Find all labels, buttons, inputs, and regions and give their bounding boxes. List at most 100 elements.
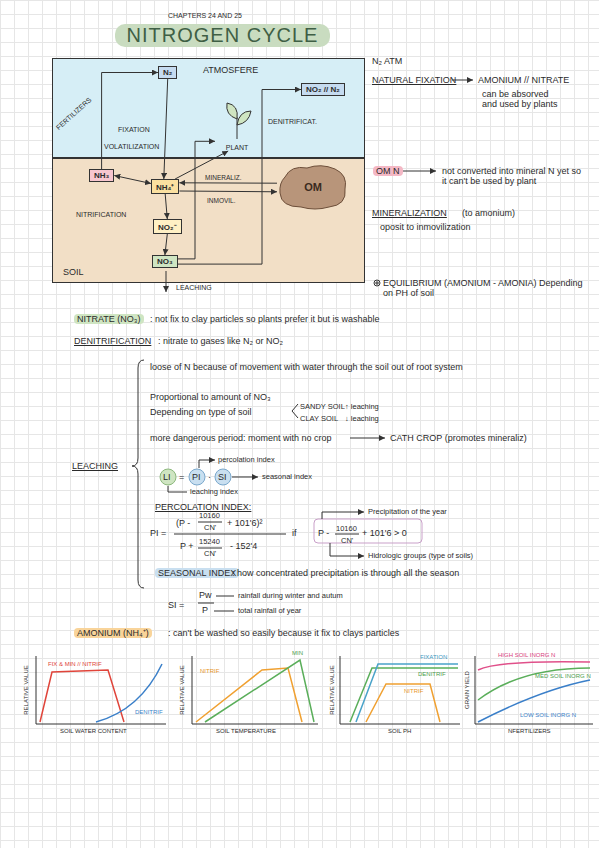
- note-text: can be absorved and used by plants: [482, 89, 566, 110]
- leader-line: [214, 596, 234, 611]
- note-text: =: [179, 472, 184, 482]
- compound-box: NO₂ // N₂: [301, 83, 345, 96]
- note-text: : nitrate to gases like N₂ or NO₂: [158, 336, 283, 346]
- note-text: oposit to inmovilization: [380, 222, 471, 232]
- node-text: PLANT: [225, 144, 250, 151]
- node-text: ATMOSFERE: [203, 65, 258, 75]
- note-text: NFERTILIZERS: [508, 728, 551, 735]
- note-text: ↑ leaching: [345, 403, 379, 412]
- note-arrow: [350, 438, 385, 439]
- note-text: LEACHING: [72, 461, 118, 471]
- chart-axis: [192, 656, 318, 724]
- leader-line: [322, 512, 364, 519]
- note-text: CN': [341, 537, 353, 546]
- node-text: N₂: [163, 68, 172, 77]
- fraction-line: [198, 522, 359, 548]
- note-text: percolation index: [218, 456, 275, 465]
- leaf-symbol: [215, 97, 259, 151]
- note-text: N₂ ATM: [372, 56, 402, 66]
- note-text: DENITRIF: [135, 709, 163, 716]
- note-text: DENITRIFICAT.: [268, 118, 317, 126]
- note-text: if: [292, 528, 297, 538]
- chart-curve: [40, 670, 124, 722]
- cycle-arrow: [178, 90, 301, 265]
- cycle-arrow: [165, 194, 167, 219]
- note-text: OM N: [373, 166, 403, 176]
- chart-curve: [478, 680, 590, 722]
- note-text: P -: [318, 528, 329, 538]
- leader-line: [199, 460, 215, 468]
- note-text: NITRATE (NO₃): [74, 314, 144, 324]
- note-text: ↓ leaching: [345, 415, 379, 424]
- note-text: NITRIF: [200, 668, 219, 675]
- node-text: NO₃: [157, 257, 173, 266]
- note-text: RELATIVE VALUE: [329, 665, 336, 714]
- note-text: AMONIUM // NITRATE: [478, 75, 569, 85]
- note-text: CATH CROP (promotes mineraliz): [390, 433, 527, 443]
- organic-matter-blob: OM: [277, 163, 349, 211]
- note-text: Hidrologic groups (type of soils): [368, 552, 473, 561]
- compound-box: NO₂⁻: [153, 219, 182, 234]
- leader-line: [168, 486, 187, 492]
- note-arrow: [400, 171, 436, 172]
- note-text: CN': [204, 550, 216, 559]
- node-text: NO₂ // N₂: [306, 85, 340, 94]
- fraction-line: [198, 603, 214, 604]
- note-text: : how concentrated precipitation is thro…: [232, 568, 459, 578]
- page-title: NITROGEN CYCLE: [115, 24, 330, 47]
- leader-line: [232, 477, 258, 478]
- note-text: : can't be washed so easily because it f…: [168, 628, 399, 638]
- note-text: Proportional to amount of NO₃: [150, 392, 271, 402]
- node-text: SOIL: [63, 267, 84, 277]
- note-text: more dangerous period: moment with no cr…: [150, 433, 332, 443]
- arrow-label: MINERALIZ.: [204, 174, 242, 181]
- note-text: DENITRIFICATION: [74, 336, 151, 346]
- note-text: FERTILIZERS: [55, 96, 94, 132]
- brace: [292, 404, 298, 418]
- chart-curve: [205, 660, 314, 722]
- compound-box: N₂: [158, 66, 177, 79]
- note-text: : not fix to clay particles so plants pr…: [150, 314, 380, 324]
- note-text: Precipitation of the year: [368, 508, 447, 517]
- region-band: ATMOSFERE N₂ NO₂ // N₂ PLANT: [52, 58, 365, 158]
- note-text: + 101'6 > 0: [362, 528, 407, 538]
- note-text: NITRIFICATION: [76, 211, 126, 219]
- note-text: DENITRIF: [418, 671, 446, 678]
- node-text: OM: [304, 181, 322, 193]
- note-text: RELATIVE VALUE: [179, 665, 186, 714]
- chart-curve: [96, 664, 162, 722]
- cycle-arrow: [165, 234, 167, 255]
- note-text: FIXATION: [420, 654, 447, 661]
- note-text: LOW SOIL INORG N: [520, 712, 576, 719]
- fraction-line: [174, 534, 286, 535]
- note-text: leaching index: [190, 488, 238, 497]
- note-text: Depending on type of soil: [150, 407, 252, 417]
- note-text: RELATIVE VALUE: [23, 665, 30, 714]
- cycle-arrow: [164, 79, 168, 179]
- note-text: not converted into mineral N yet so it c…: [442, 166, 582, 187]
- highlight-ring: [189, 469, 205, 485]
- highlight-box: [314, 519, 422, 543]
- brace: [132, 360, 144, 588]
- highlight-ring: [215, 469, 231, 485]
- note-text: 10160: [199, 512, 220, 521]
- note-text: VOLATILIZATION: [104, 143, 159, 151]
- chart-axis: [475, 656, 593, 724]
- note-text: 15240: [199, 538, 220, 547]
- note-text: PI: [192, 472, 201, 482]
- chart-curve: [366, 684, 440, 722]
- note-text: CLAY SOIL: [300, 415, 338, 424]
- note-text: MIN: [292, 650, 303, 657]
- note-text: 10160: [336, 525, 357, 534]
- note-text: AMONIUM (NH₄⁺): [74, 628, 152, 638]
- note-text: HIGH SOIL INORG N: [498, 652, 555, 659]
- note-text: loose of N because of movement with wate…: [150, 362, 580, 372]
- note-text: SI =: [168, 600, 184, 610]
- note-text: - 152'4: [230, 541, 257, 551]
- note-text: SOIL WATER CONTENT: [60, 728, 127, 735]
- note-text: (to amonium): [462, 208, 515, 218]
- note-text: EQUILIBRIUM (AMONIUM - AMONIA) Depending…: [383, 278, 583, 299]
